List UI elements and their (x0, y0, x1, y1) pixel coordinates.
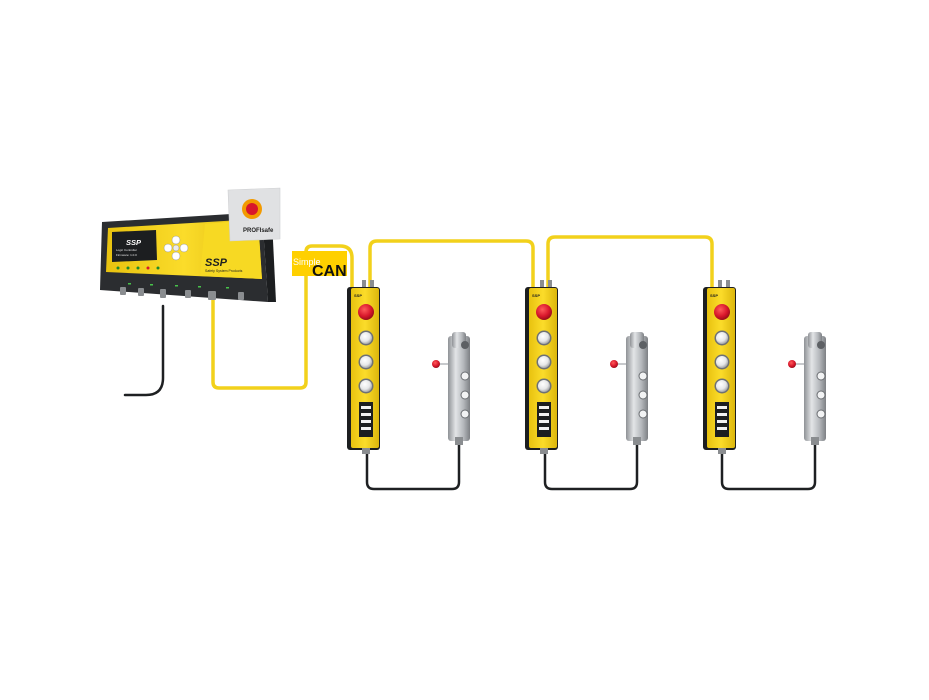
controller-tagline: Safety System Products (205, 269, 243, 273)
right-button[interactable] (179, 243, 189, 253)
simplecan-name: CAN (312, 263, 347, 280)
controller-cable (211, 244, 354, 390)
controller-leds (116, 266, 160, 270)
push-button-1[interactable] (538, 332, 550, 344)
push-button-3[interactable] (360, 380, 372, 392)
lock-cable-1 (365, 441, 461, 491)
push-button-2[interactable] (716, 356, 728, 368)
command-handle: SSP (347, 280, 380, 454)
ok-button[interactable] (172, 244, 180, 252)
bus-cable-1-2 (368, 239, 535, 289)
lock-release-knob[interactable] (788, 360, 796, 368)
push-button-3[interactable] (716, 380, 728, 392)
safety-lock (432, 332, 470, 445)
controller-connectors (120, 287, 244, 300)
push-button-1[interactable] (360, 332, 372, 344)
emergency-stop-button[interactable] (714, 304, 730, 320)
controller-display (112, 230, 157, 262)
command-handle: SSP (703, 280, 736, 454)
profisafe-label: PROFIsafe (243, 228, 274, 234)
safety-lock (788, 332, 826, 445)
emergency-stop-button[interactable] (358, 304, 374, 320)
handle-brand: SSP (710, 293, 718, 298)
lock-release-knob[interactable] (610, 360, 618, 368)
push-button-2[interactable] (360, 356, 372, 368)
controller-keypad[interactable] (163, 235, 189, 261)
command-handle: SSP (525, 280, 558, 454)
controller-brand: SSP (205, 257, 228, 269)
left-button[interactable] (163, 243, 173, 253)
emergency-stop-button[interactable] (536, 304, 552, 320)
controller-connector-leds (128, 283, 229, 289)
handle-brand: SSP (532, 293, 540, 298)
lock-release-knob[interactable] (432, 360, 440, 368)
push-button-3[interactable] (538, 380, 550, 392)
profisafe-logo: PROFIsafe (227, 187, 281, 242)
profisafe-dot (246, 203, 258, 215)
up-button[interactable] (171, 235, 181, 245)
lock-cable-2 (543, 441, 639, 491)
simplecan-logo: Simple CAN (292, 251, 347, 280)
simplecan-prefix: Simple (293, 257, 321, 267)
controller-screen-brand: SSP (126, 238, 142, 247)
cables (123, 235, 817, 491)
down-button[interactable] (171, 251, 181, 261)
safety-lock (610, 332, 648, 445)
controller-screen-line2: Firmware: 1.0.0 (116, 253, 137, 257)
handle-brand: SSP (354, 293, 362, 298)
push-button-2[interactable] (538, 356, 550, 368)
lock-cable-3 (720, 441, 817, 491)
bus-cable-2-3 (546, 235, 714, 289)
station-2: SSP (525, 280, 648, 454)
station-1: SSP (347, 280, 470, 454)
power-cable (123, 304, 165, 397)
controller-screen-line1: Logic Controller (116, 248, 137, 252)
push-button-1[interactable] (716, 332, 728, 344)
station-3: SSP (703, 280, 826, 454)
